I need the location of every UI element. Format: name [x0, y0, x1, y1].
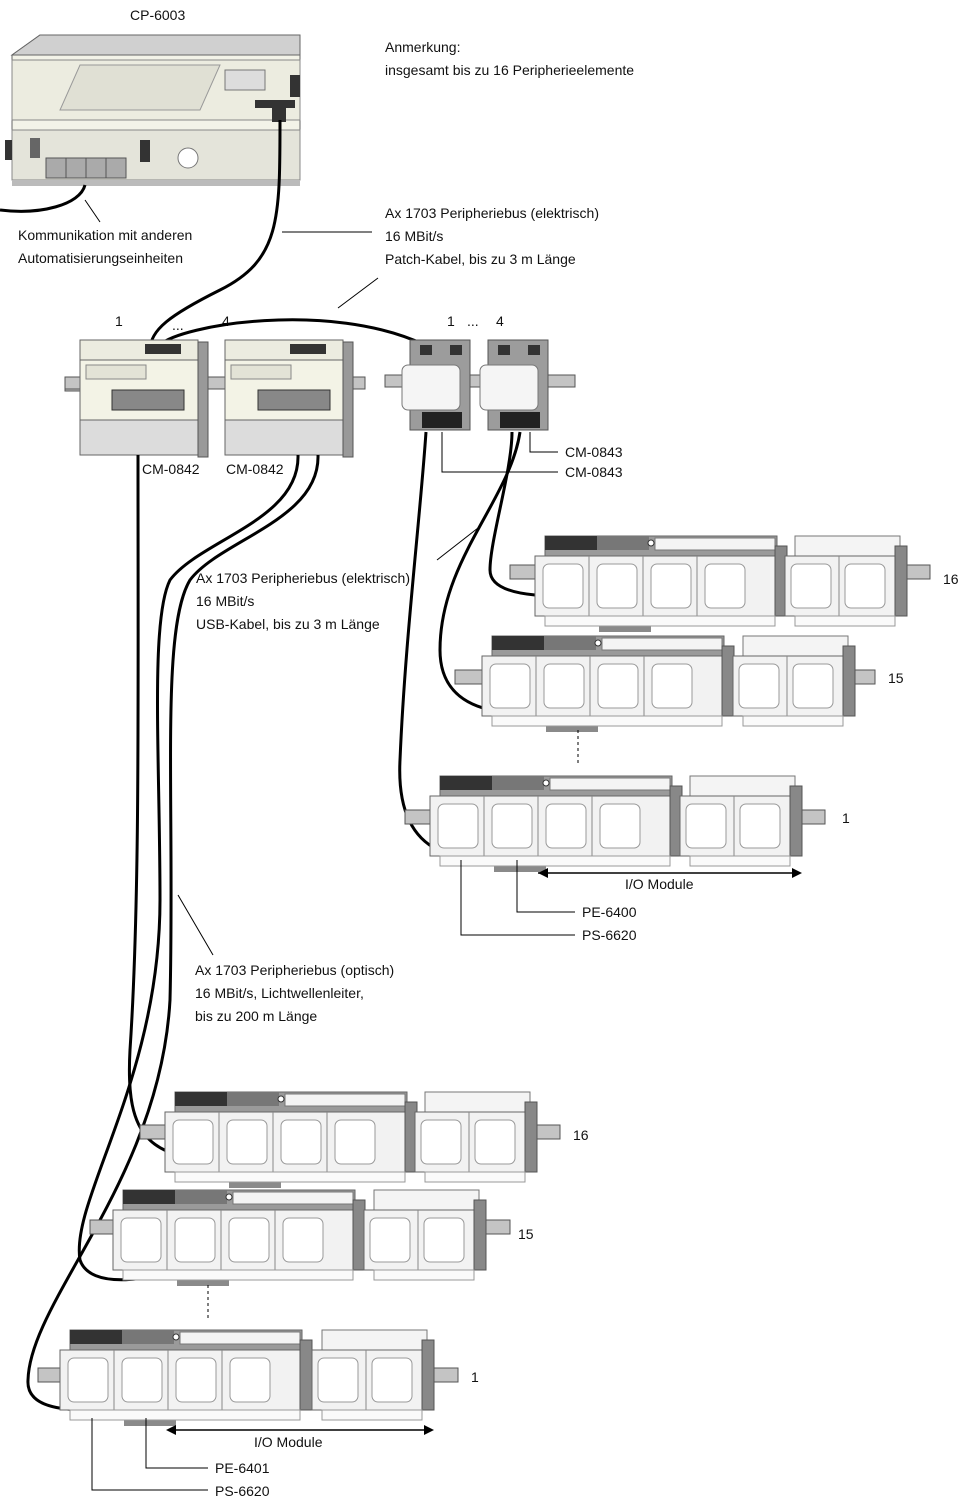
cm-0842-module-1	[79, 339, 209, 458]
bus-usb-line-3: USB-Kabel, bis zu 3 m Länge	[196, 616, 380, 632]
communication-label-2: Automatisierungseinheiten	[18, 250, 183, 266]
cm-0843-module-1	[401, 339, 471, 431]
pe-6401-label: PE-6401	[215, 1460, 270, 1476]
rack-lower-16	[139, 1091, 561, 1189]
cm-0843-module-2	[479, 339, 549, 431]
port-ellipsis-label: ...	[172, 317, 184, 333]
io-module-label-upper: I/O Module	[625, 876, 694, 892]
port-first-label-right: 1	[447, 313, 455, 329]
cm-0842-module-2	[224, 339, 354, 458]
rack-number-upper-15: 15	[888, 670, 904, 686]
port-ellipsis-label-right: ...	[467, 313, 479, 329]
cp-6003-device	[5, 34, 301, 186]
io-module-label-lower: I/O Module	[254, 1434, 323, 1450]
rack-number-lower-16: 16	[573, 1127, 589, 1143]
ps-6620-label-upper: PS-6620	[582, 927, 637, 943]
communication-label-1: Kommunikation mit anderen	[18, 227, 192, 243]
bus-optical-line-3: bis zu 200 m Länge	[195, 1008, 317, 1024]
port-last-label: 4	[222, 313, 230, 329]
bus-optical-line-1: Ax 1703 Peripheriebus (optisch)	[195, 962, 394, 978]
port-last-label-right: 4	[496, 313, 504, 329]
ps-6620-label-lower: PS-6620	[215, 1483, 270, 1499]
rack-upper-16	[509, 535, 931, 633]
bus-patch-line-3: Patch-Kabel, bis zu 3 m Länge	[385, 251, 576, 267]
rack-lower-1	[37, 1329, 459, 1427]
patch-cable	[148, 119, 282, 351]
cm-0842-label-2: CM-0842	[226, 461, 284, 477]
cm-0843-label-1: CM-0843	[565, 444, 623, 460]
bus-optical-line-2: 16 MBit/s, Lichtwellenleiter,	[195, 985, 364, 1001]
note-title: Anmerkung:	[385, 39, 460, 55]
cm-0843-label-2: CM-0843	[565, 464, 623, 480]
bus-usb-line-1: Ax 1703 Peripheriebus (elektrisch)	[196, 570, 410, 586]
rack-number-lower-1: 1	[471, 1369, 479, 1385]
bus-usb-line-2: 16 MBit/s	[196, 593, 254, 609]
rack-lower-15	[89, 1189, 511, 1287]
note-text: insgesamt bis zu 16 Peripherieelemente	[385, 62, 634, 78]
cp-label: CP-6003	[130, 7, 185, 23]
communication-cable	[0, 184, 87, 213]
port-first-label: 1	[115, 313, 123, 329]
rack-number-upper-16: 16	[943, 571, 959, 587]
bus-patch-line-1: Ax 1703 Peripheriebus (elektrisch)	[385, 205, 599, 221]
pe-6400-label: PE-6400	[582, 904, 637, 920]
rack-upper-1	[404, 775, 826, 873]
bus-patch-line-2: 16 MBit/s	[385, 228, 443, 244]
rack-upper-15	[454, 635, 876, 733]
rack-number-lower-15: 15	[518, 1226, 534, 1242]
cm-0842-label-1: CM-0842	[142, 461, 200, 477]
rack-number-upper-1: 1	[842, 810, 850, 826]
